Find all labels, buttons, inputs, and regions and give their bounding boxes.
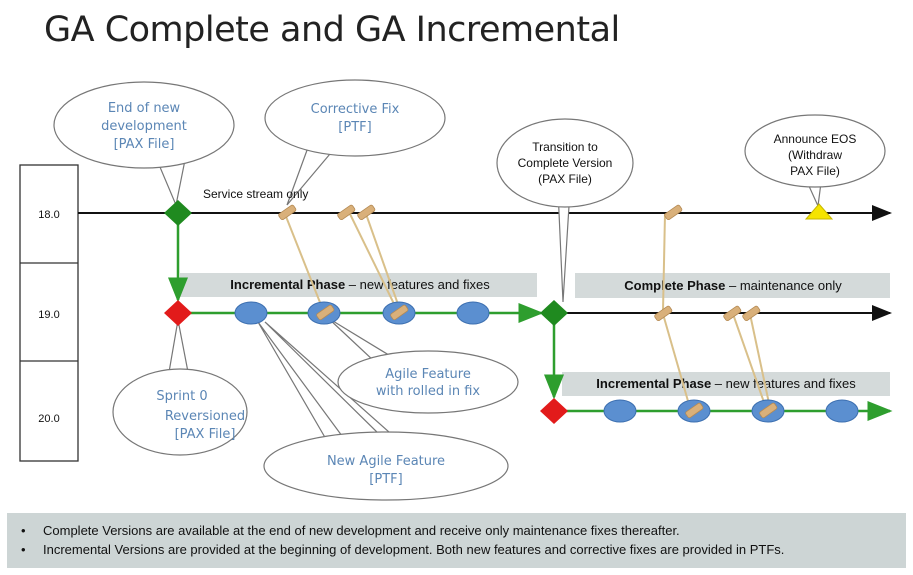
fix-patch-icon [357, 204, 376, 221]
svg-text:Sprint 0: Sprint 0 [156, 389, 207, 404]
svg-text:End of new: End of new [108, 101, 181, 116]
fix-patch-icon [390, 304, 409, 321]
fix-patch-icon [742, 305, 761, 322]
callout-end-of-new-development: End of new development [PAX File] [53, 81, 235, 169]
incremental-phase-label-1: Incremental Phase – new features and fix… [230, 277, 490, 292]
version-label-20: 20.0 [38, 413, 59, 425]
svg-text:Complete Version: Complete Version [518, 156, 613, 170]
note-incremental-versions: Incremental Versions are provided at the… [21, 540, 906, 559]
version-column: 18.0 19.0 20.0 [19, 164, 79, 462]
callout-agile-feature-rolled-fix: Agile Feature with rolled in fix [337, 350, 519, 414]
svg-text:[PTF]: [PTF] [338, 120, 371, 135]
svg-text:[PAX File]: [PAX File] [175, 427, 236, 442]
fix-patch-icon [685, 402, 704, 419]
svg-text:with rolled in fix: with rolled in fix [376, 384, 481, 399]
svg-text:Agile Feature: Agile Feature [385, 367, 471, 382]
version-label-19: 19.0 [38, 309, 59, 321]
svg-text:Announce EOS: Announce EOS [774, 132, 857, 146]
fix-patch-icon [316, 304, 335, 321]
callout-corrective-fix: Corrective Fix [PTF] [264, 79, 446, 157]
feature-dot [603, 399, 637, 423]
svg-text:Reversioned: Reversioned [165, 409, 245, 424]
green-diamond-19 [540, 300, 568, 326]
svg-text:development: development [101, 119, 187, 134]
fix-patches [278, 204, 778, 419]
feature-dot [234, 301, 268, 325]
green-diamond-18 [164, 200, 192, 226]
svg-text:[PAX File]: [PAX File] [114, 137, 175, 152]
feature-markers [234, 301, 859, 423]
complete-phase-label: Complete Phase – maintenance only [624, 278, 842, 293]
red-diamond-20 [540, 398, 568, 424]
fix-patch-icon [723, 305, 742, 322]
callout-transition-to-complete: Transition to Complete Version (PAX File… [496, 118, 634, 208]
svg-text:(Withdraw: (Withdraw [788, 148, 842, 162]
slide-title: GA Complete and GA Incremental [44, 10, 620, 50]
callout-new-agile-feature: New Agile Feature [PTF] [263, 431, 509, 501]
fix-patch-icon [759, 402, 778, 419]
fix-connectors [284, 213, 771, 409]
red-diamond-19 [164, 300, 192, 326]
svg-text:New Agile Feature: New Agile Feature [327, 454, 445, 469]
eos-triangle-icon [804, 203, 834, 220]
incremental-phase-label-2: Incremental Phase – new features and fix… [596, 376, 856, 391]
fix-patch-icon [664, 204, 683, 221]
fix-patch-icon [278, 204, 297, 221]
callout-tails [156, 141, 823, 447]
note-complete-versions: Complete Versions are available at the e… [21, 521, 906, 540]
feature-dot [456, 301, 490, 325]
fix-patch-icon [654, 305, 673, 322]
release-diagram: 18.0 19.0 20.0 Incremental Phase – new f… [19, 79, 893, 501]
service-stream-label: Service stream only [203, 187, 308, 201]
svg-text:(PAX File): (PAX File) [538, 172, 592, 186]
phase-bars: Incremental Phase – new features and fix… [180, 273, 890, 396]
milestone-diamonds [164, 200, 568, 424]
feature-dot [825, 399, 859, 423]
callout-announce-eos: Announce EOS (Withdraw PAX File) [744, 114, 886, 188]
svg-text:Corrective Fix: Corrective Fix [311, 102, 400, 117]
fix-patch-icon [337, 204, 356, 221]
notes-box: Complete Versions are available at the e… [7, 513, 906, 568]
svg-text:[PTF]: [PTF] [369, 472, 402, 487]
svg-text:Transition to: Transition to [532, 140, 598, 154]
version-label-18: 18.0 [38, 209, 59, 221]
svg-text:PAX File): PAX File) [790, 164, 840, 178]
callout-sprint-0: Sprint 0 Reversioned [PAX File] [112, 368, 248, 456]
